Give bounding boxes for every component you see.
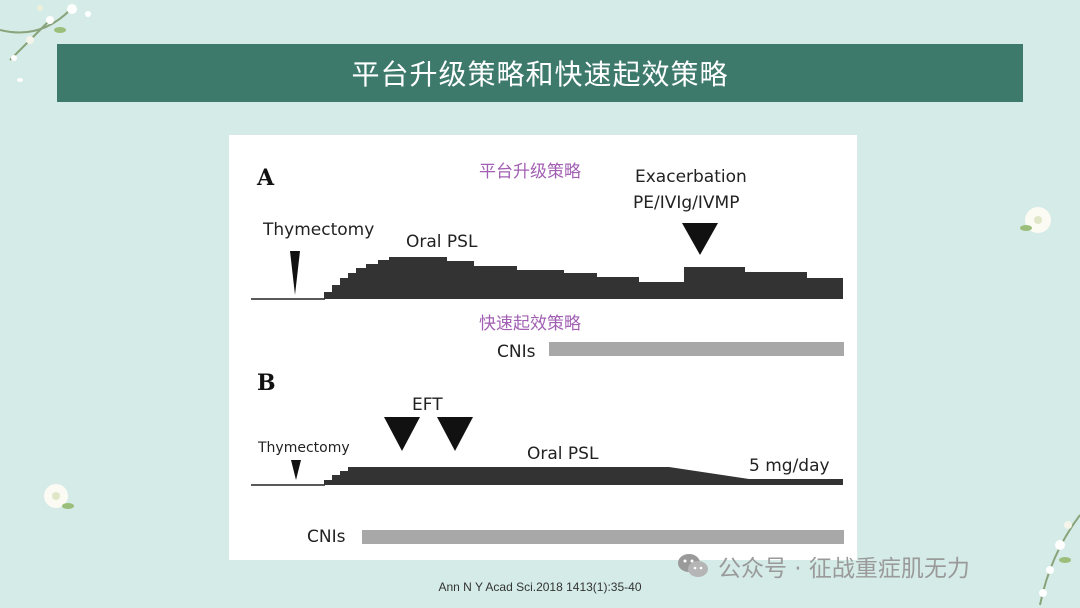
- panel-a-dose-profile: [324, 257, 843, 299]
- panel-a-cnis-bar: [549, 342, 844, 356]
- panel-b-dose-profile: [324, 467, 843, 485]
- treatment-label: PE/IVIg/IVMP: [633, 193, 739, 213]
- exacerbation-label: Exacerbation: [635, 167, 747, 187]
- figure-drawing: A 平台升级策略 Exacerbation PE/IVIg/IVMP Thyme…: [251, 162, 844, 547]
- panel-b-letter: B: [257, 370, 276, 396]
- panel-b-cnis-label: CNIs: [307, 527, 346, 547]
- eft-label: EFT: [412, 395, 443, 415]
- slide-title-bar: 平台升级策略和快速起效策略: [57, 44, 1023, 102]
- eft-arrow-icon-1: [384, 417, 420, 451]
- rapid-strategy-label: 快速起效策略: [479, 314, 581, 334]
- panel-a-letter: A: [256, 165, 275, 191]
- exacerbation-arrow-icon: [682, 223, 718, 255]
- panel-a-thymectomy-label: Thymectomy: [262, 220, 374, 240]
- watermark-text: 公众号 · 征战重症肌无力: [718, 556, 970, 582]
- citation: Ann N Y Acad Sci.2018 1413(1):35-40: [438, 580, 642, 594]
- panel-a-thymectomy-arrow-icon: [290, 251, 300, 295]
- flower-icon-right: [1020, 207, 1051, 233]
- watermark: 公众号 · 征战重症肌无力: [676, 548, 970, 584]
- floral-decoration-bottom-right: [1039, 514, 1080, 606]
- dose-label: 5 mg/day: [749, 456, 830, 476]
- flower-icon-left: [44, 484, 74, 509]
- floral-decoration-top-left: [0, 4, 91, 82]
- treatment-strategy-figure: A 平台升级策略 Exacerbation PE/IVIg/IVMP Thyme…: [229, 135, 857, 560]
- slide-title: 平台升级策略和快速起效策略: [351, 58, 729, 91]
- panel-b-cnis-bar: [362, 530, 844, 544]
- eft-arrow-icon-2: [437, 417, 473, 451]
- panel-b-thymectomy-arrow-icon: [291, 460, 301, 480]
- wechat-icon: [678, 554, 708, 577]
- panel-a-strategy-label: 平台升级策略: [479, 162, 581, 182]
- panel-b-oral-psl-label: Oral PSL: [527, 444, 599, 464]
- panel-b-thymectomy-label: Thymectomy: [257, 440, 350, 456]
- panel-a-oral-psl-label: Oral PSL: [406, 232, 478, 252]
- panel-a-cnis-label: CNIs: [497, 342, 536, 362]
